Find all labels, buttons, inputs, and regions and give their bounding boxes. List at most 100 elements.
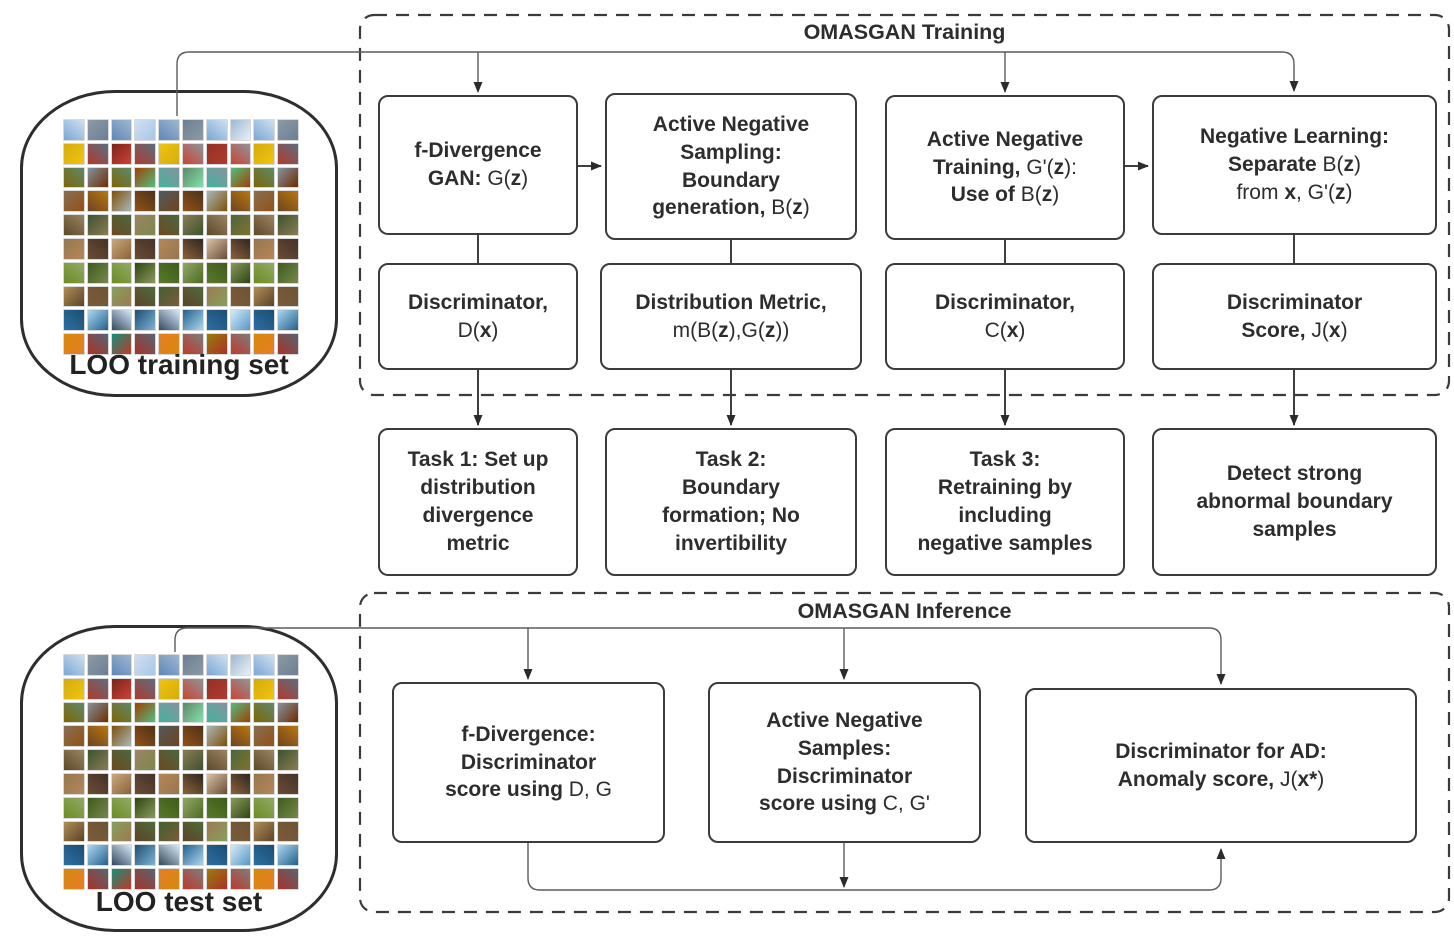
thumb-ship (253, 844, 276, 867)
thumb-truck (63, 333, 85, 355)
thumb-dog (205, 772, 228, 795)
box-negative-learning: Negative Learning:Separate B(z)from x, G… (1152, 95, 1437, 235)
thumb-horse (277, 820, 299, 843)
thumb-frog (158, 796, 180, 819)
thumb-horse (205, 820, 228, 843)
thumb-frog (134, 261, 157, 284)
thumb-frog (253, 261, 276, 284)
thumb-ship (158, 844, 180, 867)
thumb-automobile (181, 677, 204, 700)
thumb-airplane (181, 119, 204, 141)
thumb-bird (63, 166, 85, 189)
thumb-frog (63, 796, 85, 819)
thumb-cat (229, 190, 252, 213)
thumb-frog (205, 261, 228, 284)
thumb-truck (253, 868, 276, 890)
thumb-automobile (110, 142, 133, 165)
thumb-automobile (110, 677, 133, 700)
thumb-truck (86, 333, 109, 355)
thumb-cat (253, 190, 276, 213)
thumb-dog (158, 772, 180, 795)
thumb-horse (229, 820, 252, 843)
thumb-ship (205, 844, 228, 867)
thumb-horse (110, 820, 133, 843)
thumb-horse (158, 820, 180, 843)
box-discriminator-c: Discriminator,C(x) (885, 263, 1125, 370)
thumb-ship (229, 309, 252, 332)
thumb-ship (63, 844, 85, 867)
thumb-automobile (63, 677, 85, 700)
loo-training-set-label: LOO training set (69, 349, 289, 380)
thumb-airplane (277, 119, 299, 141)
thumb-bird (277, 166, 299, 189)
thumb-truck (158, 333, 180, 355)
thumb-ship (110, 309, 133, 332)
thumb-airplane (134, 119, 157, 141)
thumb-cat (86, 190, 109, 213)
thumb-automobile (158, 677, 180, 700)
thumb-automobile (277, 142, 299, 165)
thumb-airplane (181, 654, 204, 676)
thumb-cat (134, 190, 157, 213)
training-section-title: OMASGAN Training (803, 20, 1006, 44)
thumb-ship (134, 844, 157, 867)
thumb-deer (229, 214, 252, 236)
thumb-deer (277, 749, 299, 771)
thumb-cat (205, 190, 228, 213)
thumb-deer (205, 214, 228, 236)
thumb-bird (277, 701, 299, 724)
thumb-horse (181, 820, 204, 843)
thumb-bird (181, 701, 204, 724)
thumb-frog (277, 261, 299, 284)
thumb-ship (86, 309, 109, 332)
thumb-dog (86, 772, 109, 795)
thumb-frog (181, 796, 204, 819)
thumb-truck (110, 868, 133, 890)
thumb-deer (158, 749, 180, 771)
thumb-airplane (205, 654, 228, 676)
thumb-bird (158, 701, 180, 724)
thumb-airplane (253, 654, 276, 676)
loo-training-image-grid (63, 119, 299, 355)
box-inference-discriminator-ad: Discriminator for AD:Anomaly score, J(x*… (1025, 688, 1417, 843)
thumb-cat (110, 190, 133, 213)
thumb-bird (229, 701, 252, 724)
thumb-horse (134, 285, 157, 308)
thumb-truck (205, 868, 228, 890)
thumb-truck (63, 868, 85, 890)
box-distribution-metric: Distribution Metric,m(B(z),G(z)) (600, 263, 862, 370)
thumb-frog (63, 261, 85, 284)
thumb-airplane (63, 654, 85, 676)
inference-section-title: OMASGAN Inference (797, 599, 1012, 623)
thumb-frog (134, 796, 157, 819)
thumb-automobile (158, 142, 180, 165)
thumb-horse (158, 285, 180, 308)
thumb-truck (277, 868, 299, 890)
thumb-deer (86, 214, 109, 236)
thumb-deer (86, 749, 109, 771)
thumb-automobile (277, 677, 299, 700)
thumb-cat (110, 725, 133, 748)
loo-test-set-shape: LOO test set (20, 625, 338, 932)
loo-training-set-shape: LOO training set (20, 90, 338, 397)
thumb-deer (63, 214, 85, 236)
thumb-cat (86, 725, 109, 748)
thumb-horse (63, 820, 85, 843)
loo-test-set-label: LOO test set (95, 886, 263, 917)
thumb-dog (205, 237, 228, 260)
thumb-airplane (134, 654, 157, 676)
thumb-bird (86, 701, 109, 724)
thumb-horse (229, 285, 252, 308)
thumb-airplane (277, 654, 299, 676)
thumb-airplane (110, 654, 133, 676)
thumb-dog (253, 237, 276, 260)
thumb-frog (86, 261, 109, 284)
thumb-dog (229, 772, 252, 795)
arrow-scores-to-discriminator-ad (527, 843, 1226, 891)
